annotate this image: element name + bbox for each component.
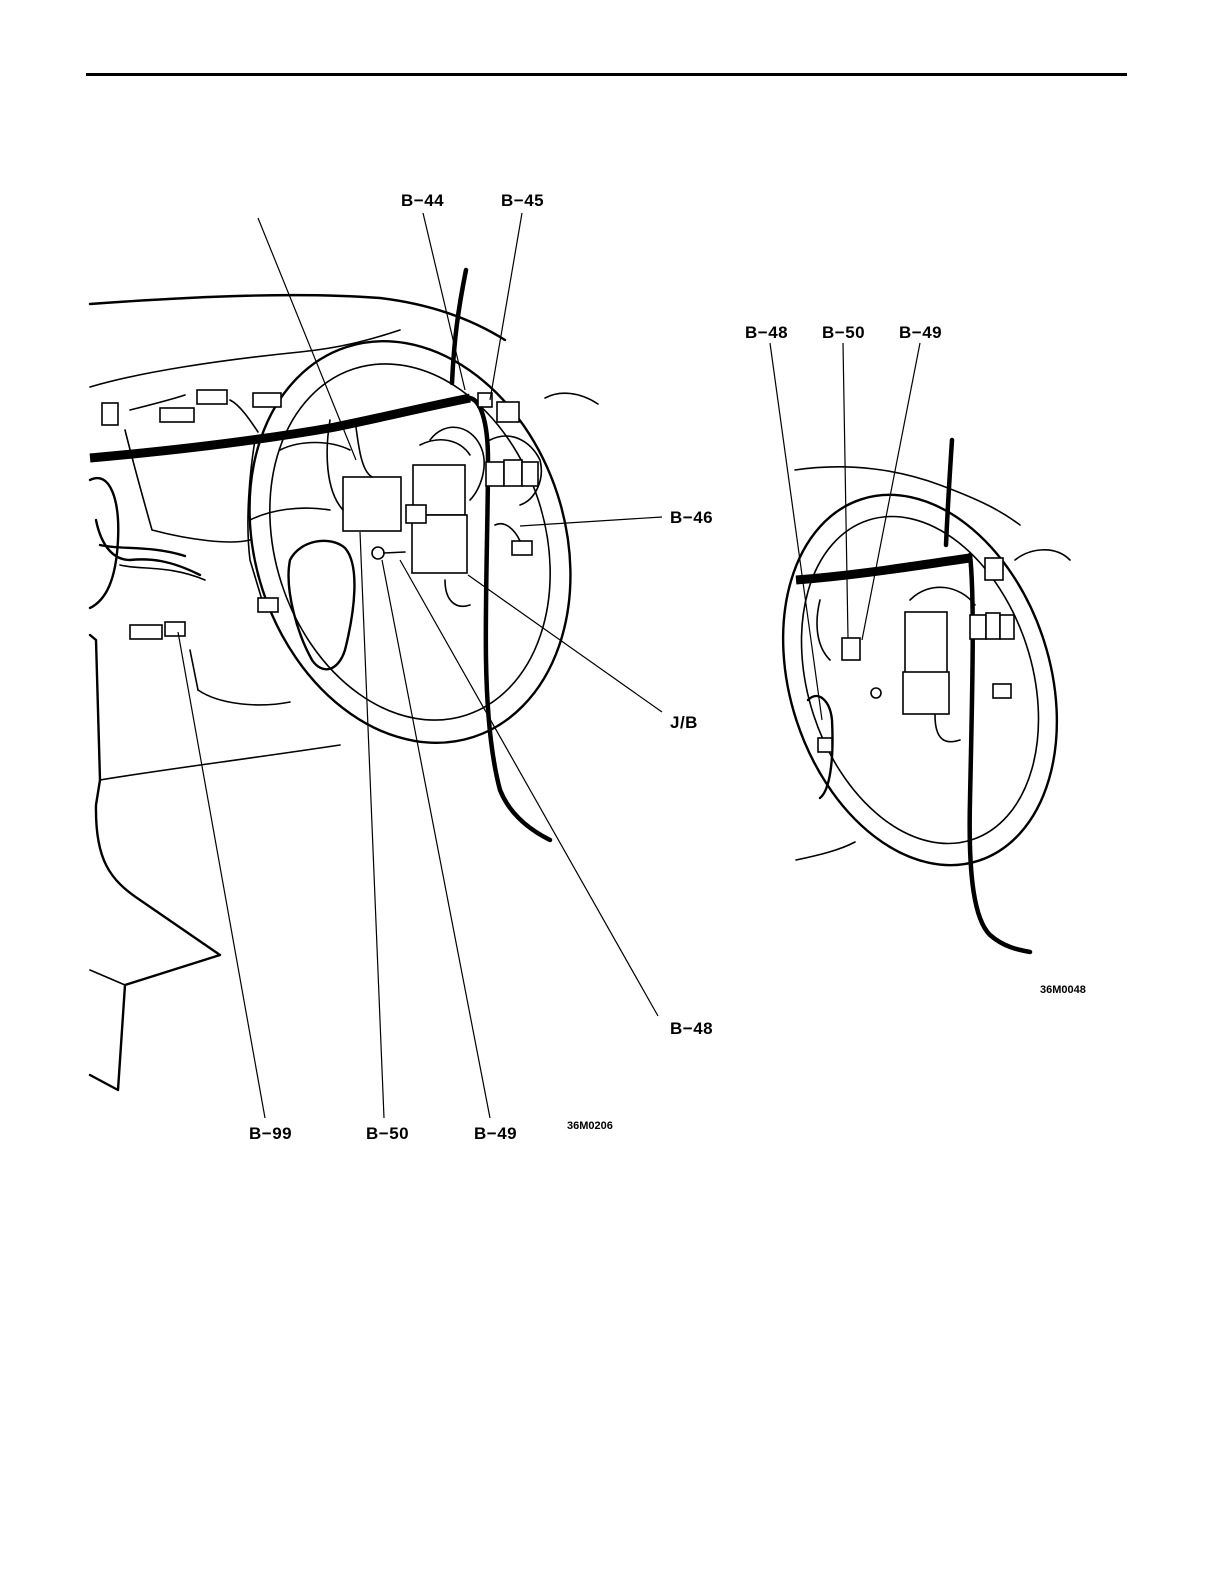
label-b46: B−46 <box>670 508 713 528</box>
inset-connector-b50 <box>842 638 860 660</box>
label-b99: B−99 <box>249 1124 292 1144</box>
inset-relay-3 <box>1000 615 1014 639</box>
label-b49: B−49 <box>474 1124 517 1144</box>
inset-relay-1 <box>970 615 986 639</box>
inset-junction-block <box>905 612 947 674</box>
inset-ground-bolt <box>871 688 881 698</box>
inset-connector-lower <box>818 738 832 752</box>
label-b48: B−48 <box>670 1019 713 1039</box>
label-b50: B−50 <box>366 1124 409 1144</box>
label-b44: B−44 <box>401 191 444 211</box>
figure-code-inset: 36M0048 <box>1040 984 1086 996</box>
inset-connector-b46 <box>993 684 1011 698</box>
inset-junction-block-lower <box>903 672 949 714</box>
inset-label-b49: B−49 <box>899 323 942 343</box>
inset-label-b50: B−50 <box>822 323 865 343</box>
inset-connector-upper <box>985 558 1003 580</box>
inset-relay-2 <box>986 613 1000 639</box>
label-b45: B−45 <box>501 191 544 211</box>
label-jb: J/B <box>670 713 698 733</box>
inset-label-b48: B−48 <box>745 323 788 343</box>
figure-code-main: 36M0206 <box>567 1120 613 1132</box>
